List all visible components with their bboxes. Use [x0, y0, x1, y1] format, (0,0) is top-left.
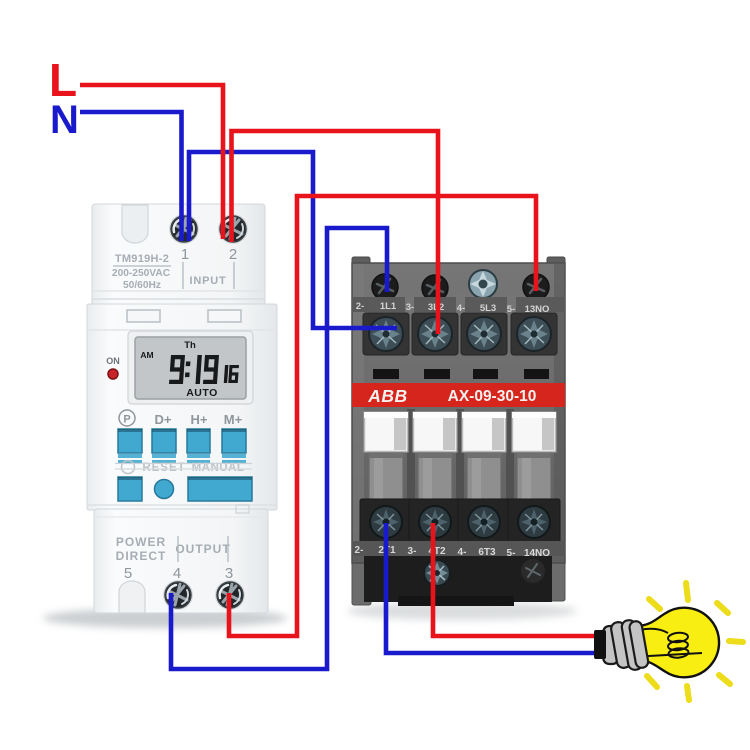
svg-text:50/60Hz: 50/60Hz	[123, 280, 161, 291]
svg-text:13NO: 13NO	[525, 304, 550, 315]
svg-text:Th: Th	[184, 340, 196, 351]
svg-text:2-: 2-	[356, 301, 364, 312]
svg-text:4T2: 4T2	[428, 546, 446, 557]
svg-text:6T3: 6T3	[478, 547, 496, 558]
svg-text:MANUAL: MANUAL	[192, 462, 245, 474]
svg-text:3-: 3-	[406, 302, 414, 313]
svg-text:3: 3	[225, 565, 233, 582]
svg-text:5-: 5-	[507, 304, 515, 315]
svg-text:DIRECT: DIRECT	[116, 549, 167, 563]
svg-text:1: 1	[181, 246, 189, 263]
svg-text:OUTPUT: OUTPUT	[175, 542, 230, 556]
svg-text:2-: 2-	[355, 545, 364, 556]
svg-text:AM: AM	[140, 350, 153, 360]
svg-text:ABB: ABB	[367, 386, 407, 406]
svg-text:AUTO: AUTO	[186, 387, 218, 399]
svg-text:N: N	[50, 98, 79, 142]
svg-text:L: L	[49, 54, 77, 106]
svg-text:POWER: POWER	[116, 535, 166, 549]
svg-text:RESET: RESET	[142, 462, 185, 474]
svg-text:H+: H+	[191, 412, 208, 427]
svg-text:M+: M+	[224, 412, 243, 427]
svg-text:4-: 4-	[458, 547, 467, 558]
svg-text:D+: D+	[155, 412, 172, 427]
svg-text:4: 4	[173, 565, 181, 582]
svg-text:AX-09-30-10: AX-09-30-10	[448, 388, 537, 405]
svg-text:5: 5	[124, 565, 132, 582]
svg-text:2: 2	[229, 246, 237, 263]
svg-text:200-250VAC: 200-250VAC	[112, 268, 171, 279]
svg-text:ON: ON	[106, 356, 120, 366]
svg-text:5-: 5-	[507, 548, 516, 559]
svg-text:14NO: 14NO	[524, 548, 550, 559]
svg-text:1L1: 1L1	[380, 301, 397, 312]
svg-text:5L3: 5L3	[480, 303, 496, 314]
svg-text:P: P	[123, 414, 130, 426]
svg-text:4-: 4-	[457, 303, 465, 314]
svg-text:INPUT: INPUT	[190, 275, 227, 287]
svg-text:TM919H-2: TM919H-2	[115, 253, 169, 265]
svg-text:3-: 3-	[408, 546, 417, 557]
